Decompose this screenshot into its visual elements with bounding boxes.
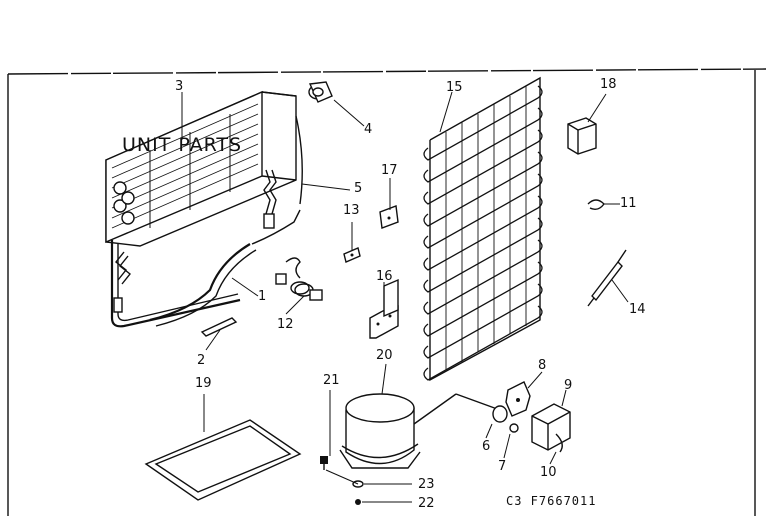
part-5-wire-lead	[263, 115, 303, 229]
callout-18: 18	[600, 77, 617, 92]
part-3-evaporator	[105, 90, 297, 247]
callout-20: 20	[376, 348, 393, 363]
callout-13: 13	[343, 203, 360, 218]
callout-23: 23	[418, 477, 435, 492]
diagram-title: UNIT PARTS	[122, 134, 243, 156]
callout-12: 12	[277, 317, 294, 332]
callout-6: 6	[482, 439, 491, 454]
callout-1: 1	[258, 289, 267, 304]
part-8-overload	[505, 381, 531, 417]
part-19-tray	[144, 419, 302, 501]
part-18-relay-box	[567, 117, 597, 155]
callout-8: 8	[538, 358, 547, 373]
part-21-bolt	[320, 456, 328, 470]
diagram-code: C3 F7667011	[506, 494, 597, 508]
callout-10: 10	[540, 465, 557, 480]
callout-17: 17	[381, 163, 398, 178]
part-16-mount	[369, 278, 399, 339]
callout-22: 22	[418, 496, 435, 511]
callout-19: 19	[195, 376, 212, 391]
part-10-relay-cover	[555, 433, 563, 453]
part-20-compressor	[339, 393, 501, 469]
leader-lines	[181, 91, 629, 503]
callout-14: 14	[629, 302, 646, 317]
part-7-grommet	[509, 423, 519, 433]
callout-15: 15	[446, 80, 463, 95]
page-frame	[7, 68, 767, 516]
callout-21: 21	[323, 373, 340, 388]
callout-4: 4	[364, 122, 373, 137]
callout-9: 9	[564, 378, 573, 393]
callout-3: 3	[175, 79, 184, 94]
part-2-strip	[200, 317, 238, 337]
part-22-nut	[355, 499, 361, 505]
part-14-drier	[587, 249, 627, 307]
callout-5: 5	[354, 181, 363, 196]
part-11-clip	[587, 199, 605, 211]
part-9-relay	[531, 403, 571, 451]
callout-16: 16	[376, 269, 393, 284]
part-15-condenser	[423, 76, 543, 382]
callout-2: 2	[197, 353, 206, 368]
part-6-terminal	[492, 405, 508, 423]
callout-7: 7	[498, 459, 507, 474]
part-4-clip	[308, 81, 333, 103]
part-17-bracket	[379, 205, 399, 229]
part-12-harness	[275, 257, 323, 301]
part-1-heater-loop	[110, 209, 301, 328]
part-13-bracket	[343, 247, 361, 263]
callout-11: 11	[620, 196, 637, 211]
